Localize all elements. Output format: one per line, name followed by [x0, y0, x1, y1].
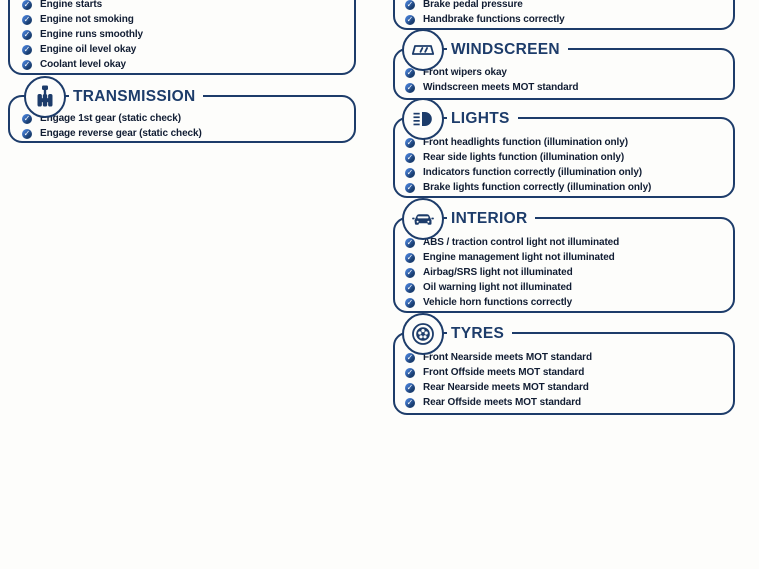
section-title: TRANSMISSION — [69, 87, 204, 107]
checklist-item: Rear Offside meets MOT standard — [395, 395, 733, 410]
check-icon — [22, 29, 32, 40]
section-windscreen: WINDSCREEN Front wipers okay Windscreen … — [393, 29, 735, 100]
gear-shifter-icon — [24, 76, 66, 118]
checklist-item-label: Oil warning light not illuminated — [423, 282, 572, 293]
check-icon — [405, 397, 415, 408]
check-icon — [405, 137, 415, 148]
car-front-icon — [402, 198, 444, 240]
checklist-item-label: Vehicle horn functions correctly — [423, 297, 573, 308]
section-header: TRANSMISSION — [24, 76, 204, 118]
check-icon — [405, 297, 415, 308]
section-title: TYRES — [447, 324, 513, 344]
checklist-item: Engine management light not illuminated — [395, 250, 733, 265]
check-icon — [405, 82, 415, 93]
checklist-item: Airbag/SRS light not illuminated — [395, 265, 733, 280]
checklist-item: Coolant level okay — [10, 57, 354, 72]
checklist-item: Rear side lights function (illumination … — [395, 150, 733, 165]
checklist-item-label: Rear Offside meets MOT standard — [423, 397, 582, 408]
checklist-item-label: Front Nearside meets MOT standard — [423, 352, 592, 363]
checklist-item: Engage reverse gear (static check) — [10, 126, 354, 141]
checklist-item-label: Engine oil level okay — [40, 44, 137, 55]
section-title: WINDSCREEN — [447, 40, 568, 60]
checklist-item: ABS / traction control light not illumin… — [395, 235, 733, 250]
section-transmission: TRANSMISSION Engage 1st gear (static che… — [8, 76, 356, 143]
check-icon — [405, 67, 415, 78]
check-icon — [405, 237, 415, 248]
checklist-item-label: Rear Nearside meets MOT standard — [423, 382, 589, 393]
checklist-item-label: Engage 1st gear (static check) — [40, 113, 181, 124]
checklist-item: Front Offside meets MOT standard — [395, 365, 733, 380]
checklist-item: Brake pedal pressure — [395, 0, 733, 12]
check-icon — [405, 14, 415, 25]
checklist-item: Indicators function correctly (illuminat… — [395, 165, 733, 180]
headlight-icon — [402, 98, 444, 140]
checklist-item: Vehicle horn functions correctly — [395, 295, 733, 310]
checklist-item-label: Brake lights function correctly (illumin… — [423, 182, 652, 193]
check-icon — [405, 152, 415, 163]
section-title: LIGHTS — [447, 109, 518, 129]
check-icon — [405, 252, 415, 263]
checklist-item-label: Front Offside meets MOT standard — [423, 367, 585, 378]
checklist-item-label: ABS / traction control light not illumin… — [423, 237, 620, 248]
checklist-item: Brake lights function correctly (illumin… — [395, 180, 733, 195]
check-icon — [22, 128, 32, 139]
section-title: INTERIOR — [447, 209, 536, 229]
section-engine: Engine starts Engine not smoking Engine … — [8, 0, 356, 75]
checklist-item: Engine starts — [10, 0, 354, 12]
check-icon — [405, 282, 415, 293]
checklist-item: Rear Nearside meets MOT standard — [395, 380, 733, 395]
section-header: INTERIOR — [402, 198, 536, 240]
section-lights: LIGHTS Front headlights function (illumi… — [393, 98, 735, 198]
section-header: LIGHTS — [402, 98, 518, 140]
check-icon — [405, 182, 415, 193]
check-icon — [22, 59, 32, 70]
checklist-item-label: Engine not smoking — [40, 14, 134, 25]
check-icon — [405, 0, 415, 10]
checklist-item-label: Engine management light not illuminated — [423, 252, 615, 263]
check-icon — [405, 267, 415, 278]
wheel-icon — [402, 313, 444, 355]
checklist-item-label: Brake pedal pressure — [423, 0, 523, 10]
checklist-item-label: Airbag/SRS light not illuminated — [423, 267, 573, 278]
check-icon — [22, 113, 32, 124]
checklist-item: Engine oil level okay — [10, 42, 354, 57]
checklist-item: Front headlights function (illumination … — [395, 135, 733, 150]
section-brakes: Brake pedal pressure Handbrake functions… — [393, 0, 735, 30]
checklist-item: Front wipers okay — [395, 65, 733, 80]
checklist-item-label: Rear side lights function (illumination … — [423, 152, 625, 163]
checklist-item-label: Engine starts — [40, 0, 103, 10]
check-icon — [22, 44, 32, 55]
check-icon — [22, 14, 32, 25]
check-icon — [405, 382, 415, 393]
checklist-item: Windscreen meets MOT standard — [395, 80, 733, 95]
checklist-item: Engage 1st gear (static check) — [10, 111, 354, 126]
checklist-item-label: Indicators function correctly (illuminat… — [423, 167, 643, 178]
check-icon — [22, 0, 32, 10]
section-tyres: TYRES Front Nearside meets MOT standard … — [393, 313, 735, 415]
section-interior: INTERIOR ABS / traction control light no… — [393, 198, 735, 313]
checklist-item: Front Nearside meets MOT standard — [395, 350, 733, 365]
windscreen-icon — [402, 29, 444, 71]
check-icon — [405, 167, 415, 178]
checklist-item-label: Front wipers okay — [423, 67, 507, 78]
section-header: TYRES — [402, 313, 513, 355]
checklist-item: Engine not smoking — [10, 12, 354, 27]
checklist-item: Oil warning light not illuminated — [395, 280, 733, 295]
checklist-item-label: Handbrake functions correctly — [423, 14, 565, 25]
checklist-item: Engine runs smoothly — [10, 27, 354, 42]
checklist-item-label: Windscreen meets MOT standard — [423, 82, 579, 93]
checklist-item: Handbrake functions correctly — [395, 12, 733, 27]
check-icon — [405, 367, 415, 378]
checklist-item-label: Engage reverse gear (static check) — [40, 128, 202, 139]
checklist-item-label: Coolant level okay — [40, 59, 127, 70]
checklist-item-label: Front headlights function (illumination … — [423, 137, 628, 148]
section-header: WINDSCREEN — [402, 29, 568, 71]
check-icon — [405, 352, 415, 363]
checklist-item-label: Engine runs smoothly — [40, 29, 144, 40]
